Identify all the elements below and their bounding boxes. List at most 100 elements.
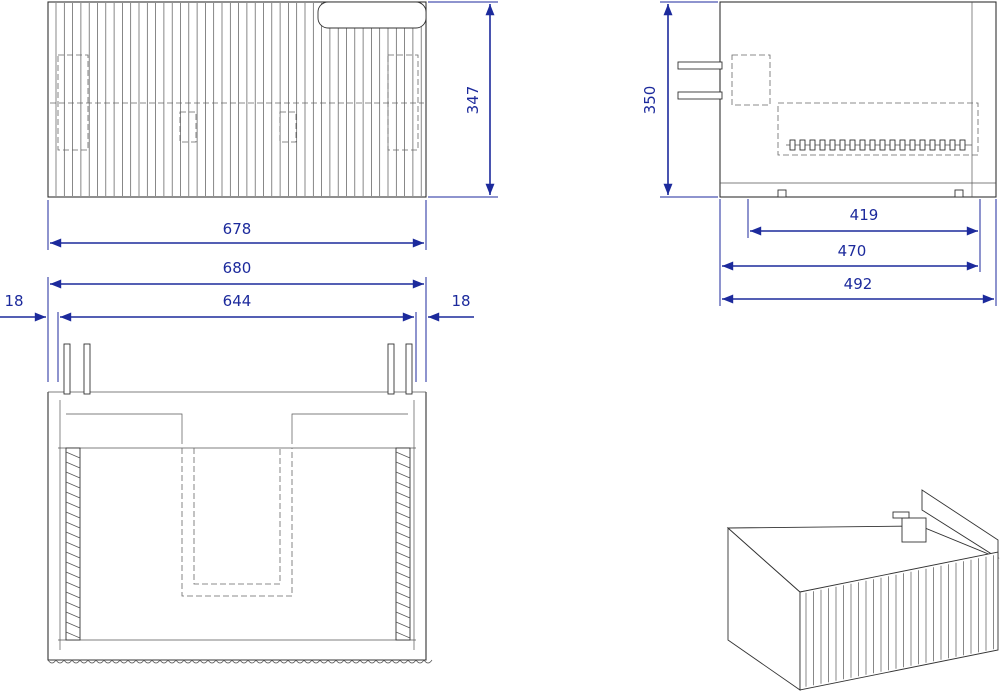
left-hinge-hidden [57, 54, 89, 151]
depth-total-label: 492 [844, 275, 873, 293]
rail-tick [839, 139, 846, 151]
slide-hatch [65, 601, 81, 609]
slide-hatch [395, 531, 411, 539]
slide-hatch [395, 501, 411, 509]
side-view: 350 419 470 492 [641, 1, 997, 306]
wall-pin-bottom [677, 91, 723, 100]
rail-tick [819, 139, 826, 151]
drawer-slides [65, 447, 411, 641]
rail-tick [939, 139, 946, 151]
slide-hatch [65, 531, 81, 539]
slide-hatch [65, 591, 81, 599]
rail-tick [859, 139, 866, 151]
top-view: 680 644 18 18 [0, 259, 474, 664]
slide-hatch [65, 561, 81, 569]
depth-mid-label: 470 [838, 242, 867, 260]
bracket-pin [405, 343, 413, 395]
iso-pin [892, 511, 910, 519]
rail-tick [919, 139, 926, 151]
front-height-label: 347 [464, 86, 482, 115]
slide-hatch [395, 521, 411, 529]
top-outline [47, 392, 427, 661]
top-brackets [63, 343, 413, 395]
right-panel-label: 18 [451, 292, 470, 310]
slide-hatch [65, 511, 81, 519]
front-edge-scallop [47, 659, 433, 664]
drawer-rail [789, 139, 966, 151]
side-height-label: 350 [641, 86, 659, 115]
slide-hatch [395, 561, 411, 569]
rail-tick [809, 139, 816, 151]
siphon-cutout-inner [193, 448, 281, 585]
foot-left [777, 189, 787, 198]
slide-hatch [395, 511, 411, 519]
slide-rail [395, 447, 411, 641]
foot-right [954, 189, 964, 198]
top-overall-label: 680 [223, 259, 252, 277]
top-inner-label: 644 [223, 292, 252, 310]
rail-tick [929, 139, 936, 151]
side-bracket-hidden [731, 54, 771, 106]
slide-hatch [65, 461, 81, 469]
right-bracket-hidden [279, 111, 297, 143]
bracket-pin [83, 343, 91, 395]
slide-hatch [395, 541, 411, 549]
rail-tick [869, 139, 876, 151]
slide-hatch [65, 541, 81, 549]
rail-tick [829, 139, 836, 151]
cabinet-isometric-icon [726, 489, 1000, 691]
slide-hatch [65, 581, 81, 589]
rail-tick [959, 139, 966, 151]
iso-front-flutes [805, 555, 994, 687]
slide-hatch [395, 591, 411, 599]
slide-hatch [395, 491, 411, 499]
slide-hatch [65, 551, 81, 559]
slide-hatch [395, 621, 411, 629]
slide-hatch [65, 631, 81, 639]
slide-hatch [65, 571, 81, 579]
siphon-cutout-outer [181, 448, 293, 597]
slide-rail [65, 447, 81, 641]
slide-hatch [395, 601, 411, 609]
slide-hatch [395, 461, 411, 469]
left-bracket-hidden [179, 111, 197, 143]
front-flutes [55, 3, 422, 196]
rail-tick [879, 139, 886, 151]
slide-hatch [395, 611, 411, 619]
slide-hatch [395, 571, 411, 579]
slide-hatch [65, 501, 81, 509]
rail-tick [949, 139, 956, 151]
rail-tick [899, 139, 906, 151]
rail-tick [909, 139, 916, 151]
left-panel-label: 18 [4, 292, 23, 310]
rail-tick [849, 139, 856, 151]
slide-hatch [395, 471, 411, 479]
bracket-pin [387, 343, 395, 395]
slide-hatch [395, 481, 411, 489]
slide-hatch [395, 451, 411, 459]
right-hinge-hidden [387, 54, 419, 151]
rail-tick [799, 139, 806, 151]
slide-hatch [65, 481, 81, 489]
iso-wall-bracket [901, 517, 927, 543]
front-view: 678 347 [47, 1, 498, 250]
slide-hatch [65, 611, 81, 619]
slide-hatch [65, 521, 81, 529]
depth-inner-label: 419 [850, 206, 879, 224]
slide-hatch [395, 631, 411, 639]
drawer-hidden [777, 102, 979, 156]
bracket-pin [63, 343, 71, 395]
slide-hatch [65, 491, 81, 499]
rail-tick [889, 139, 896, 151]
side-outline [719, 1, 997, 198]
slide-hatch [395, 551, 411, 559]
front-outline [47, 1, 427, 198]
slide-hatch [65, 621, 81, 629]
rail-tick [789, 139, 796, 151]
slide-hatch [65, 471, 81, 479]
slide-hatch [65, 451, 81, 459]
slide-hatch [395, 581, 411, 589]
front-handle-cutout [317, 1, 427, 29]
front-width-label: 678 [223, 220, 252, 238]
